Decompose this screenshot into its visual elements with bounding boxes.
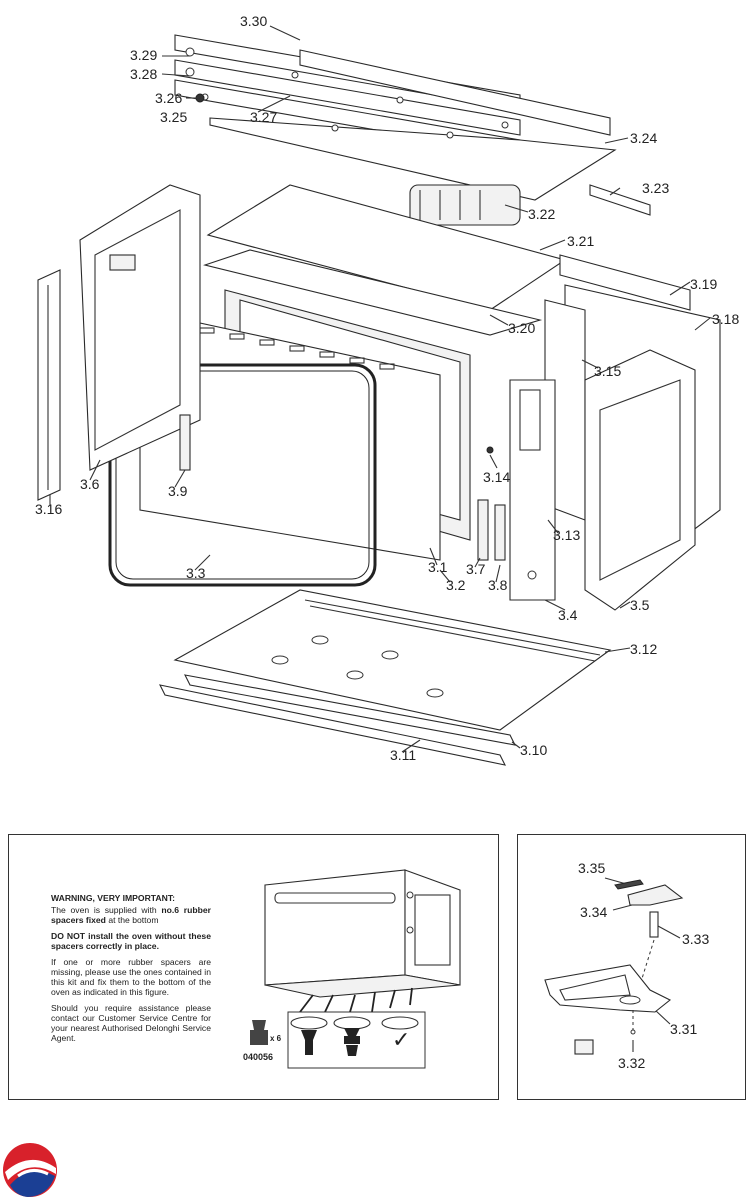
label-3.13: 3.13 (553, 527, 580, 543)
label-3.12: 3.12 (630, 641, 657, 657)
small-plate-3.23 (589, 184, 651, 216)
spacer-quantity: x 6 (270, 1034, 282, 1043)
warning-text: WARNING, VERY IMPORTANT: The oven is sup… (51, 893, 211, 1049)
cavity-top-frame-3.20 (203, 249, 543, 336)
label-3.5: 3.5 (630, 597, 650, 613)
label-3.25: 3.25 (160, 109, 187, 125)
top-plate-3.24 (209, 117, 617, 201)
label-3.22: 3.22 (528, 206, 555, 222)
label-3.9: 3.9 (168, 483, 188, 499)
spacer-part-code: 040056 (243, 1052, 274, 1062)
exploded-diagram: 3.30 3.29 3.28 3.26 3.25 3.27 3.24 3.23 … (35, 13, 739, 766)
right-side-panel-3.5 (584, 349, 696, 611)
label-3.10: 3.10 (520, 742, 547, 758)
label-3.29: 3.29 (130, 47, 157, 63)
label-3.8: 3.8 (488, 577, 508, 593)
hinge-3.7 (477, 499, 489, 561)
warning-line-1-pre: The oven is supplied with (51, 905, 162, 915)
label-3.30: 3.30 (240, 13, 267, 29)
left-strip-3.16 (37, 269, 61, 501)
label-3.7: 3.7 (466, 561, 486, 577)
bracket-3.13 (509, 379, 556, 601)
check-mark-icon: ✓ (392, 1028, 411, 1053)
warning-line-3: If one or more rubber spacers are missin… (51, 957, 211, 997)
label-3.18: 3.18 (712, 311, 739, 327)
label-3.19: 3.19 (690, 276, 717, 292)
warning-line-2: DO NOT install the oven without these sp… (51, 931, 211, 951)
door-gasket-3.3 (108, 363, 377, 587)
warning-line-1-bold: no.6 rubber spacers fixed (51, 905, 211, 925)
label-3.1: 3.1 (428, 559, 448, 575)
label-3.28: 3.28 (130, 66, 157, 82)
label-3.21: 3.21 (567, 233, 594, 249)
brand-logo-icon (3, 1143, 57, 1197)
bottom-strip-3.11 (159, 684, 506, 766)
label-3.15: 3.15 (594, 363, 621, 379)
label-3.4: 3.4 (558, 607, 578, 623)
warning-title: WARNING, VERY IMPORTANT: (51, 893, 175, 903)
screw-3.14 (486, 446, 494, 454)
bottom-plate-3.12 (173, 589, 612, 731)
label-3.11: 3.11 (390, 747, 416, 763)
top-rear-panel (299, 49, 611, 136)
fan-motor-3.22 (409, 184, 521, 226)
warning-line-1-post: at the bottom (105, 915, 159, 925)
warning-line-1: The oven is supplied with no.6 rubber sp… (51, 905, 211, 925)
label-3.23: 3.23 (642, 180, 669, 196)
label-3.16: 3.16 (35, 501, 62, 517)
label-3.14: 3.14 (483, 469, 510, 485)
bottom-strip-3.10 (184, 674, 516, 746)
bracket-panel (517, 834, 746, 1100)
top-frame (174, 59, 521, 136)
hinge-3.9 (179, 414, 191, 471)
label-3.3: 3.3 (186, 565, 206, 581)
label-3.20: 3.20 (508, 320, 535, 336)
label-3.24: 3.24 (630, 130, 657, 146)
rear-top-panel-3.19 (559, 254, 691, 311)
hinge-3.8 (494, 504, 506, 561)
label-3.6: 3.6 (80, 476, 100, 492)
warning-line-4: Should you require assistance please con… (51, 1003, 211, 1043)
label-3.26: 3.26 (155, 90, 182, 106)
label-3.2: 3.2 (446, 577, 466, 593)
warning-panel (8, 834, 499, 1100)
label-3.27: 3.27 (250, 109, 277, 125)
